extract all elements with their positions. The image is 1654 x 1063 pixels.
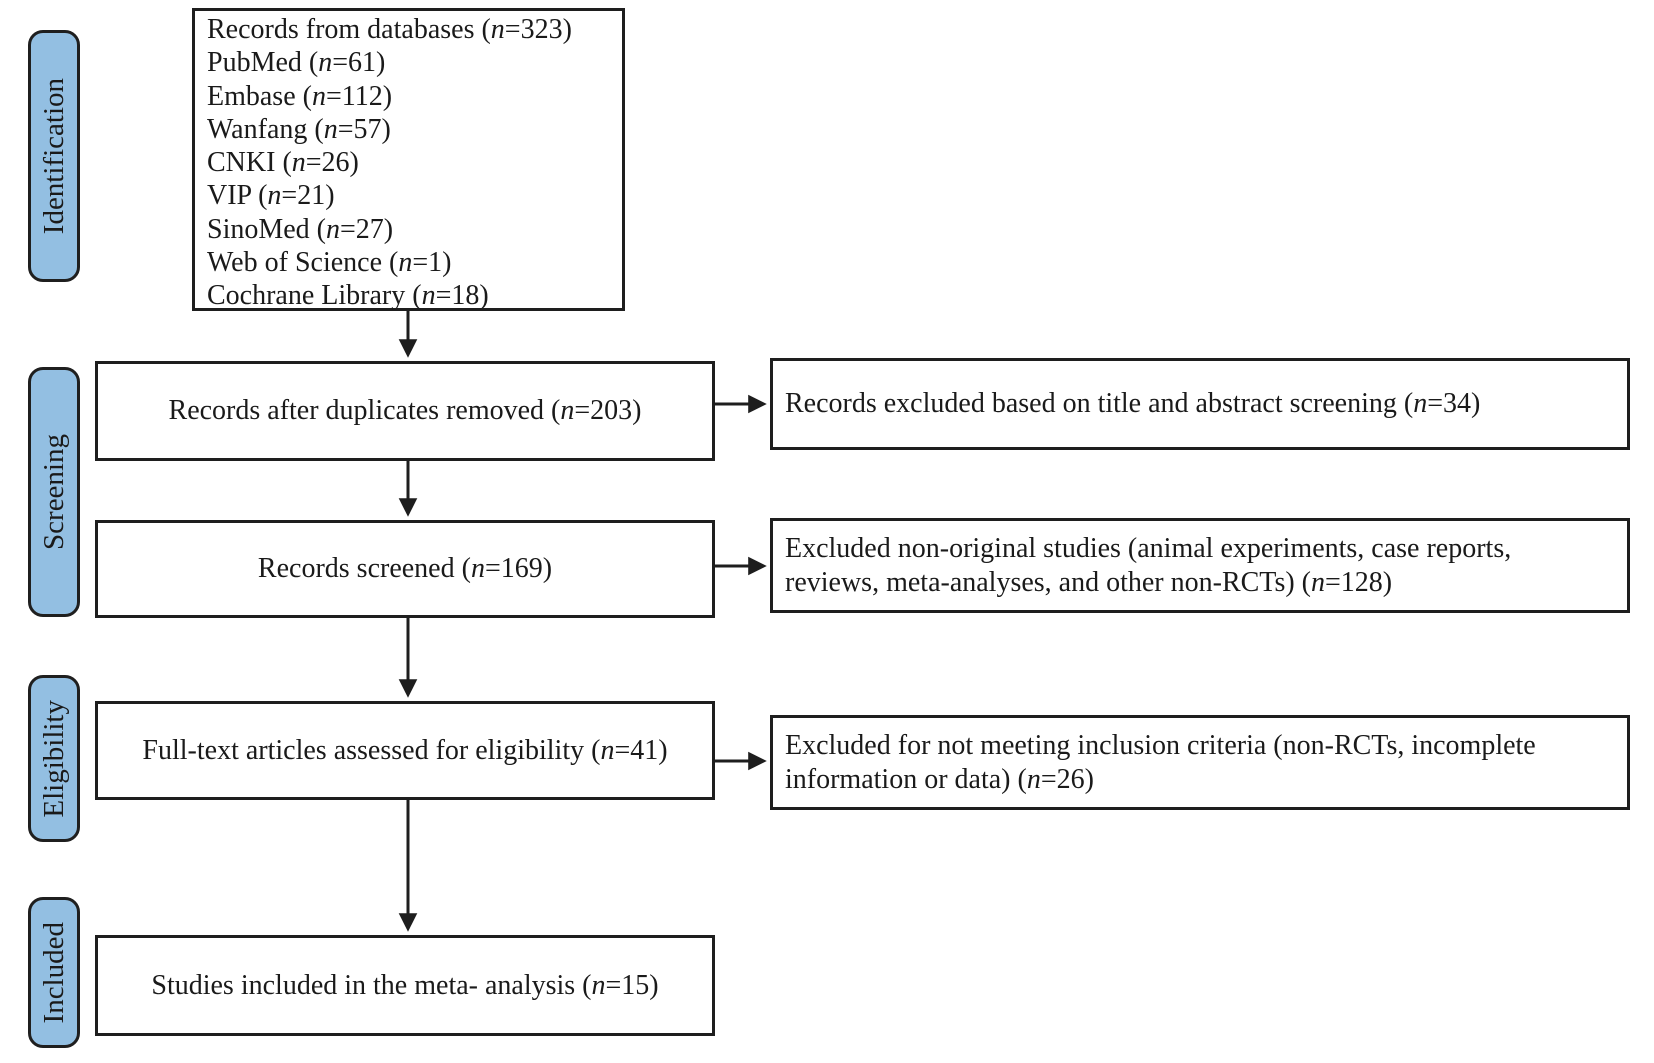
database-vip-line: VIP (n=21)	[207, 180, 335, 212]
box-text: Records screened (n=169)	[257, 553, 553, 584]
flow-box-records-screened: Records screened (n=169)	[95, 520, 715, 618]
box-text-line: Excluded for not meeting inclusion crite…	[785, 729, 1536, 761]
stage-label-text: Eligibility	[37, 699, 70, 818]
stage-label-screening: Screening	[28, 367, 80, 617]
stage-label-included: Included	[28, 897, 80, 1048]
flow-box-duplicates-removed: Records after duplicates removed (n=203)	[95, 361, 715, 461]
database-wos-line: Web of Science (n=1)	[207, 247, 452, 279]
database-pubmed-line: PubMed (n=61)	[207, 47, 386, 79]
database-sinomed-line: SinoMed (n=27)	[207, 213, 394, 245]
box-text-line: Excluded non-original studies (animal ex…	[785, 532, 1512, 564]
box-text-line: information or data) (n=26)	[785, 763, 1094, 795]
box-text: Records after duplicates removed (n=203)	[168, 395, 642, 426]
stage-label-text: Included	[37, 921, 70, 1024]
database-cochrane-line: Cochrane Library (n=18)	[207, 280, 489, 312]
flow-box-excluded-title-abstract: Records excluded based on title and abst…	[770, 358, 1630, 450]
flow-box-excluded-criteria: Excluded for not meeting inclusion crite…	[770, 715, 1630, 810]
stage-label-text: Identification	[37, 77, 70, 235]
flow-box-fulltext-assessed: Full-text articles assessed for eligibil…	[95, 701, 715, 800]
database-wanfang-line: Wanfang (n=57)	[207, 113, 391, 145]
stage-label-text: Screening	[37, 434, 70, 550]
box-text: Studies included in the meta- analysis (…	[151, 969, 659, 1001]
database-total-line: Records from databases (n=323)	[207, 14, 572, 45]
box-text-line: reviews, meta-analyses, and other non-RC…	[785, 566, 1393, 598]
database-embase-line: Embase (n=112)	[207, 80, 393, 112]
stage-label-eligibility: Eligibility	[28, 675, 80, 842]
flow-box-excluded-non-original: Excluded non-original studies (animal ex…	[770, 518, 1630, 613]
box-text-line: Records excluded based on title and abst…	[785, 388, 1481, 419]
flow-box-records-from-databases: Records from databases (n=323) PubMed (n…	[192, 8, 625, 311]
stage-label-identification: Identification	[28, 30, 80, 282]
flow-box-studies-included: Studies included in the meta- analysis (…	[95, 935, 715, 1036]
box-text: Full-text articles assessed for eligibil…	[142, 734, 668, 766]
database-cnki-line: CNKI (n=26)	[207, 147, 359, 179]
